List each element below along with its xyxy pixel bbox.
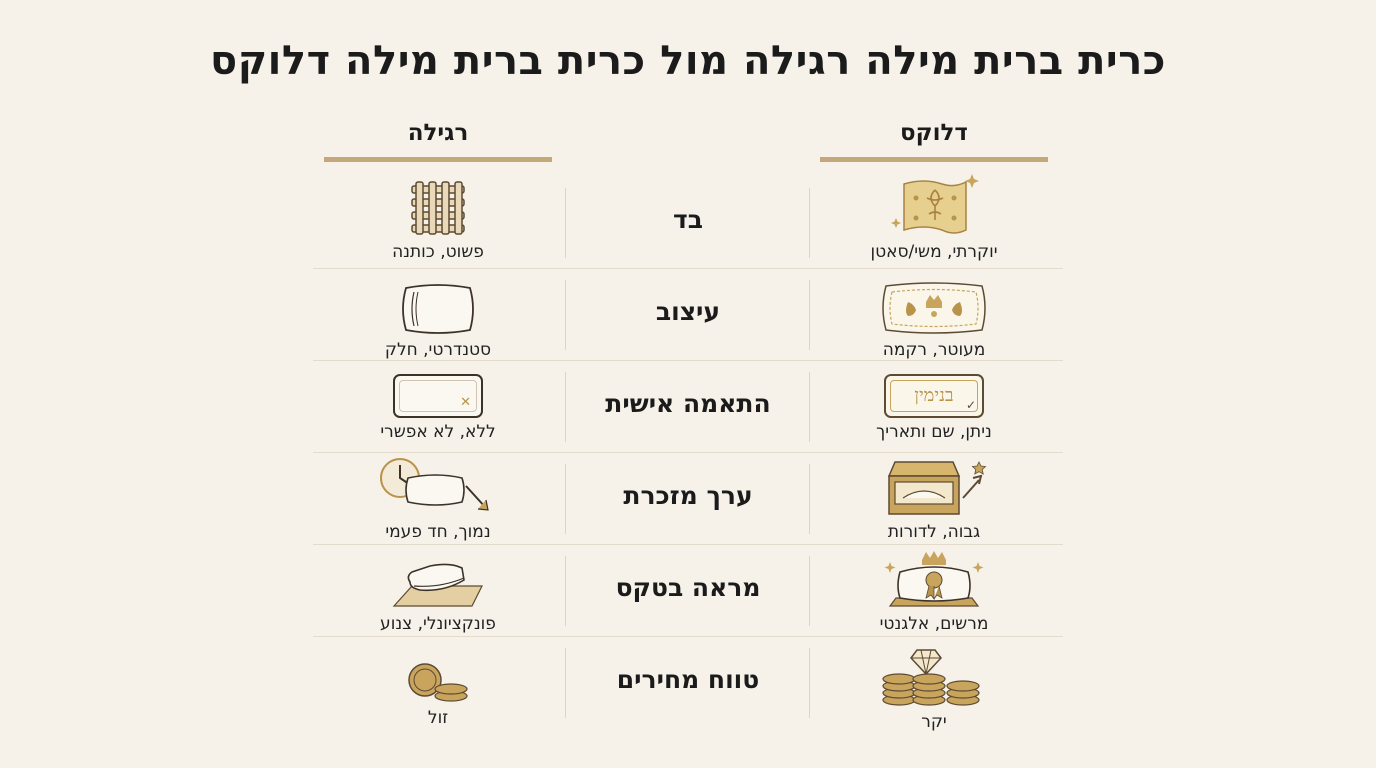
column-header-regular-label: רגילה [407, 120, 469, 146]
sample-name-text: בנימין [914, 385, 954, 406]
column-divider [565, 556, 566, 626]
deluxe-design-cell: מעוטר, רקמה [814, 280, 1054, 360]
column-divider [809, 556, 810, 626]
crowned-pillow-icon [884, 551, 984, 607]
diamond-coins-icon [882, 649, 980, 706]
regular-price-label: זול [427, 708, 449, 728]
clock-pillow-declining-icon [380, 458, 489, 511]
regular-design-label: סטנדרטי, חלק [384, 340, 492, 360]
deluxe-personalization-cell: בנימין ✓ ניתן, שם ותאריך [814, 374, 1054, 442]
deluxe-design-label: מעוטר, רקמה [882, 340, 986, 360]
regular-personalization-cell: ✕ ללא, לא אפשרי [318, 374, 558, 442]
row-divider [313, 360, 1063, 361]
regular-keepsake-label: נמוך, חד פעמי [385, 522, 491, 542]
column-header-deluxe: דלוקס [820, 120, 1048, 162]
folded-cloth-icon [392, 563, 483, 607]
deluxe-keepsake-label: גבוה, לדורות [887, 522, 981, 542]
regular-keepsake-cell: נמוך, חד פעמי [318, 456, 558, 542]
deluxe-personalization-label: ניתן, שם ותאריך [876, 422, 992, 442]
keepsake-box-icon [887, 461, 987, 515]
column-divider [809, 464, 810, 534]
deluxe-ceremony-cell: מרשים, אלגנטי [814, 548, 1054, 634]
column-divider [565, 188, 566, 258]
category-keepsake: ערך מזכרת [623, 481, 753, 510]
column-header-regular: רגילה [324, 120, 552, 162]
regular-design-cell: סטנדרטי, חלק [318, 282, 558, 360]
regular-price-cell: זול [318, 660, 558, 728]
column-divider [565, 372, 566, 442]
row-divider [313, 268, 1063, 269]
regular-fabric-cell: פשוט, כותנה [318, 178, 558, 262]
column-header-deluxe-bar [820, 157, 1048, 162]
column-divider [565, 280, 566, 350]
regular-fabric-label: פשוט, כותנה [392, 242, 484, 262]
column-divider [565, 648, 566, 718]
plain-pillow-icon [402, 284, 474, 334]
row-divider [313, 636, 1063, 637]
page-title: כרית ברית מילה רגילה מול כרית ברית מילה … [210, 38, 1166, 84]
category-ceremony-look: מראה בטקס [615, 573, 761, 602]
woven-cotton-icon [411, 181, 465, 235]
name-tag-icon: בנימין ✓ [884, 374, 984, 418]
regular-personalization-label: ללא, לא אפשרי [380, 422, 496, 442]
deluxe-keepsake-cell: גבוה, לדורות [814, 458, 1054, 542]
damask-fabric-icon [891, 174, 979, 234]
deluxe-fabric-cell: יוקרתי, משי/סאטן [814, 174, 1054, 262]
category-price-range: טווח מחירים [616, 665, 760, 694]
deluxe-ceremony-label: מרשים, אלגנטי [879, 614, 989, 634]
category-personalization: התאמה אישית [605, 389, 771, 418]
category-fabric: בד [673, 205, 703, 234]
deluxe-price-label: יקר [921, 712, 947, 732]
column-divider [565, 464, 566, 534]
column-divider [809, 648, 810, 718]
column-divider [809, 372, 810, 442]
blank-tag-icon: ✕ [393, 374, 483, 418]
embroidered-pillow-icon [882, 282, 986, 334]
column-header-regular-bar [324, 157, 552, 162]
column-divider [809, 188, 810, 258]
few-coins-icon [408, 663, 468, 702]
regular-ceremony-cell: פונקציונלי, צנוע [318, 558, 558, 634]
check-icon: ✓ [965, 398, 976, 412]
row-divider [313, 452, 1063, 453]
category-design: עיצוב [655, 297, 721, 326]
column-divider [809, 280, 810, 350]
cross-icon: ✕ [460, 395, 471, 410]
deluxe-price-cell: יקר [814, 646, 1054, 732]
regular-ceremony-label: פונקציונלי, צנוע [380, 614, 496, 634]
deluxe-fabric-label: יוקרתי, משי/סאטן [870, 242, 998, 262]
column-header-deluxe-label: דלוקס [900, 120, 968, 146]
row-divider [313, 544, 1063, 545]
